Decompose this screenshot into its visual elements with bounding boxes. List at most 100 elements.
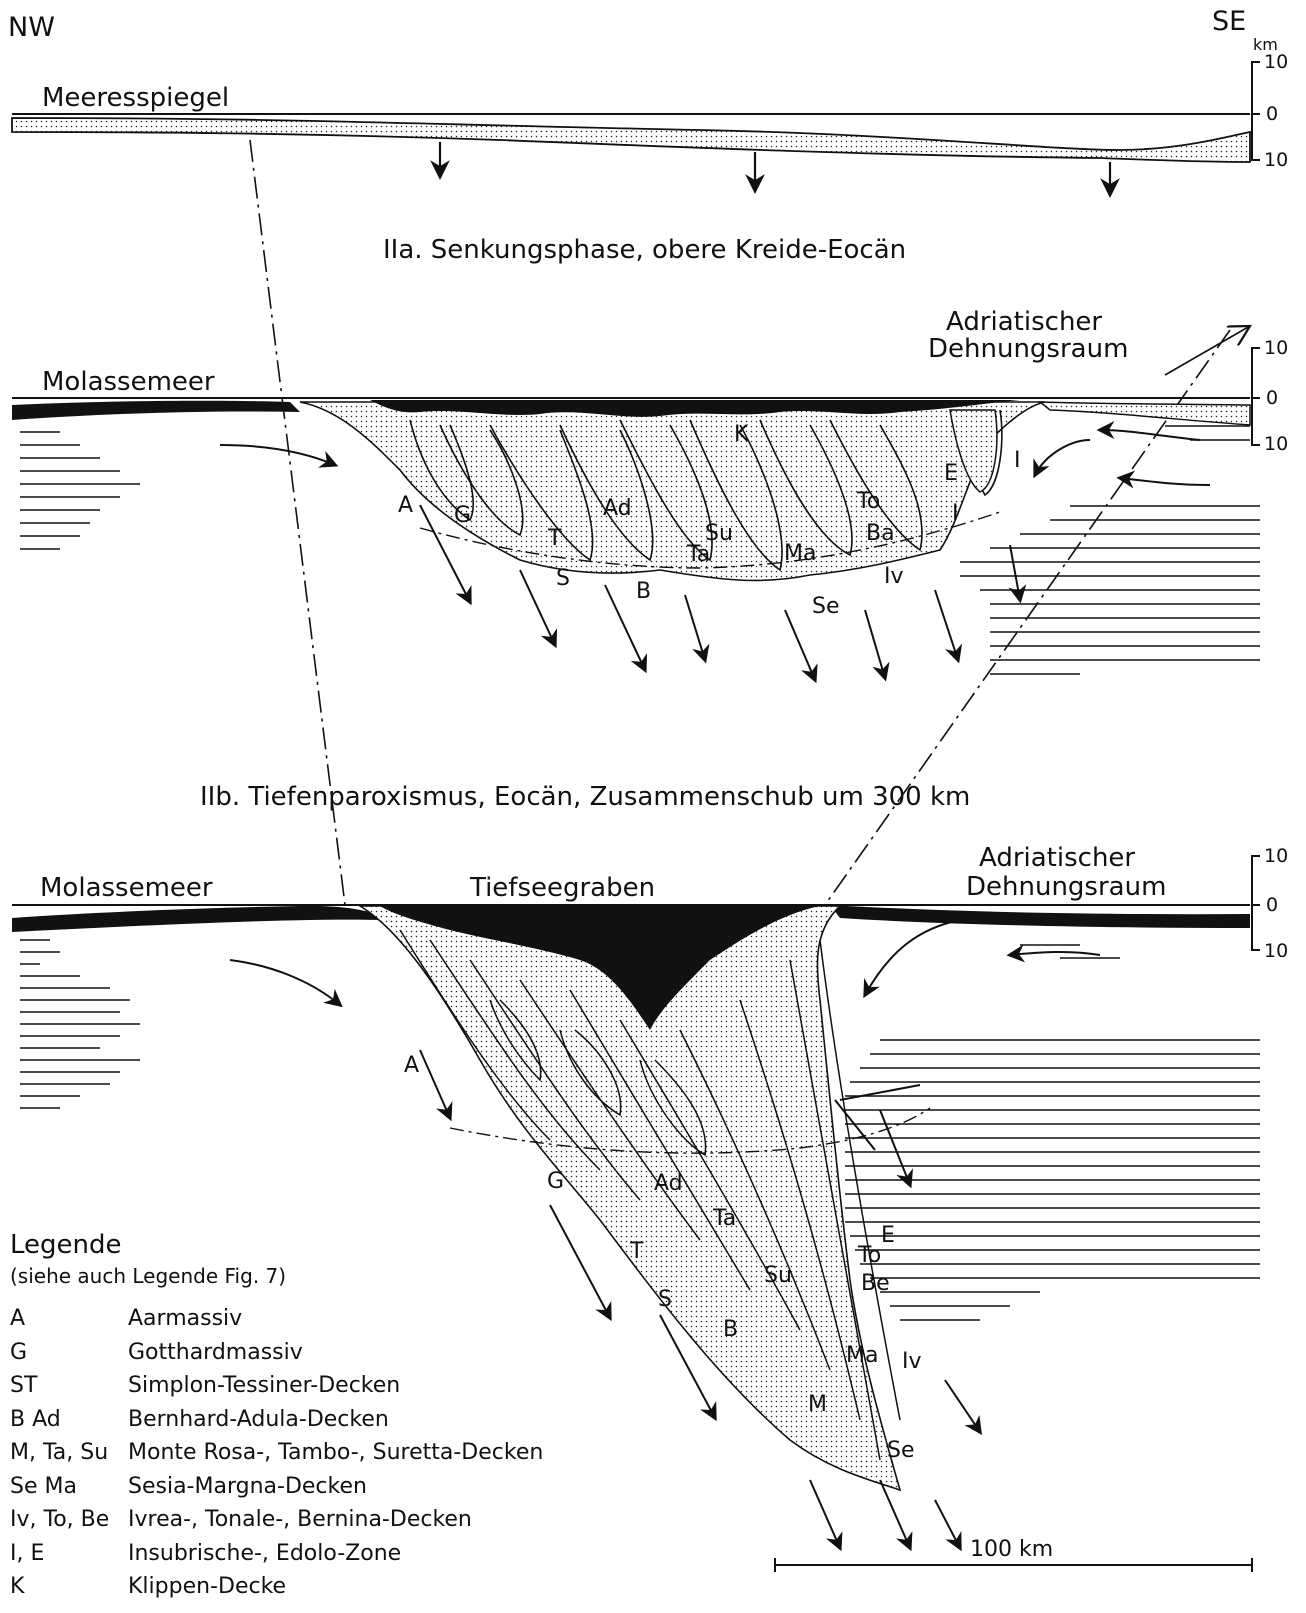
km-tick-bottom: 10 (1264, 149, 1288, 171)
unit-label: Ad (603, 496, 632, 521)
km-tick-bottom: 10 (1264, 940, 1288, 962)
legend-note: (siehe auch Legende Fig. 7) (10, 1262, 610, 1290)
km-tick-top: 10 (1264, 337, 1288, 359)
legend-abbr: ST (10, 1369, 128, 1403)
legend-desc: Simplon-Tessiner-Decken (128, 1369, 610, 1403)
legend-desc: Ivrea-, Tonale-, Bernina-Decken (128, 1503, 610, 1537)
unit-label: Ad (654, 1171, 683, 1196)
unit-label: To (857, 1243, 881, 1268)
unit-label: Ba (866, 521, 895, 546)
tiefseegraben-label: Tiefseegraben (469, 873, 655, 903)
legend-desc: Klippen-Decke (128, 1570, 610, 1604)
legend-abbr: I, E (10, 1537, 128, 1571)
unit-label: M (808, 1392, 827, 1417)
unit-label: Ta (712, 1206, 736, 1231)
shelf-left (12, 906, 380, 932)
basement-hatching-right (845, 945, 1260, 1320)
unit-label: I (1014, 448, 1021, 473)
shelf-right (830, 905, 1250, 928)
legend-desc: Monte Rosa-, Tambo-, Suretta-Decken (128, 1436, 610, 1470)
sea-level-label: Meeresspiegel (42, 83, 229, 113)
unit-label: E (881, 1223, 895, 1248)
unit-label: G (547, 1169, 564, 1194)
unit-label: T (547, 526, 562, 551)
adriatic-label-line2: Dehnungsraum (966, 872, 1166, 902)
legend-abbr: G (10, 1336, 128, 1370)
unit-label: Ta (686, 542, 710, 567)
unit-label: I (952, 501, 959, 526)
unit-label: K (650, 969, 665, 994)
phase-a-caption: IIa. Senkungsphase, obere Kreide-Eocän (383, 235, 906, 265)
basement-hatching-left (20, 940, 140, 1108)
legend-abbr: A (10, 1302, 128, 1336)
unit-label: Iv (884, 564, 904, 589)
km-tick-bottom: 10 (1264, 433, 1288, 455)
basement-hatching-left (20, 432, 140, 549)
legend-abbr: M, Ta, Su (10, 1436, 128, 1470)
km-scale-a: km 10 0 10 (1252, 35, 1288, 171)
adriatic-label-line1: Adriatischer (946, 307, 1102, 337)
phase-b-section: Molassemeer Adriatischer Dehnungsraum (12, 307, 1260, 680)
km-scale-c: 10 0 10 (1252, 845, 1288, 962)
legend-desc: Aarmassiv (128, 1302, 610, 1336)
unit-label: Iv (902, 1349, 922, 1374)
unit-label: B (723, 1317, 738, 1342)
unit-label: A (404, 1053, 419, 1078)
legend-desc: Gotthardmassiv (128, 1336, 610, 1370)
adriatic-label-line2: Dehnungsraum (928, 334, 1128, 364)
shelf-right (1040, 402, 1250, 425)
extension-arrow (1165, 326, 1250, 375)
shelf-left (12, 401, 300, 420)
unit-label: Ma (846, 1343, 878, 1368)
legend-abbr: Se Ma (10, 1470, 128, 1504)
phase-a-section: Meeresspiegel (12, 83, 1250, 194)
km-tick-zero: 0 (1266, 103, 1278, 125)
legend-desc: Bernhard-Adula-Decken (128, 1403, 610, 1437)
unit-label: B (636, 579, 651, 604)
unit-label: K (734, 422, 749, 447)
unit-label: Ma (784, 541, 816, 566)
legend-desc: Sesia-Margna-Decken (128, 1470, 610, 1504)
km-scale-b: 10 0 10 (1252, 337, 1288, 455)
unit-label: E (944, 461, 958, 486)
unit-label: Se (812, 594, 840, 619)
unit-label: T (629, 1239, 644, 1264)
legend-abbr: Iv, To, Be (10, 1503, 128, 1537)
unit-label: S (658, 1287, 672, 1312)
se-label: SE (1212, 6, 1246, 37)
legend-desc: Insubrische-, Edolo-Zone (128, 1537, 610, 1571)
adriatic-label-line1: Adriatischer (979, 843, 1135, 873)
scale-bar: 100 km (775, 1537, 1252, 1572)
scale-bar-label: 100 km (970, 1537, 1053, 1562)
sediment-layer (12, 118, 1250, 162)
unit-label: Su (764, 1263, 792, 1288)
km-tick-top: 10 (1264, 51, 1288, 73)
unit-label: Be (861, 1271, 890, 1296)
unit-label: Se (887, 1438, 915, 1463)
nw-label: NW (8, 12, 55, 43)
molassemeer-label: Molassemeer (42, 367, 215, 397)
unit-label: A (398, 493, 413, 518)
legend-abbr: K (10, 1570, 128, 1604)
km-tick-zero: 0 (1266, 894, 1278, 916)
basement-hatching-right (960, 426, 1260, 674)
unit-label: G (454, 503, 471, 528)
km-tick-top: 10 (1264, 845, 1288, 867)
legend-title: Legende (10, 1228, 610, 1262)
unit-label: To (856, 489, 880, 514)
molassemeer-label: Molassemeer (40, 873, 213, 903)
unit-label: S (556, 566, 570, 591)
km-tick-zero: 0 (1266, 387, 1278, 409)
phase-b-caption: IIb. Tiefenparoxismus, Eocän, Zusammensc… (200, 782, 970, 812)
